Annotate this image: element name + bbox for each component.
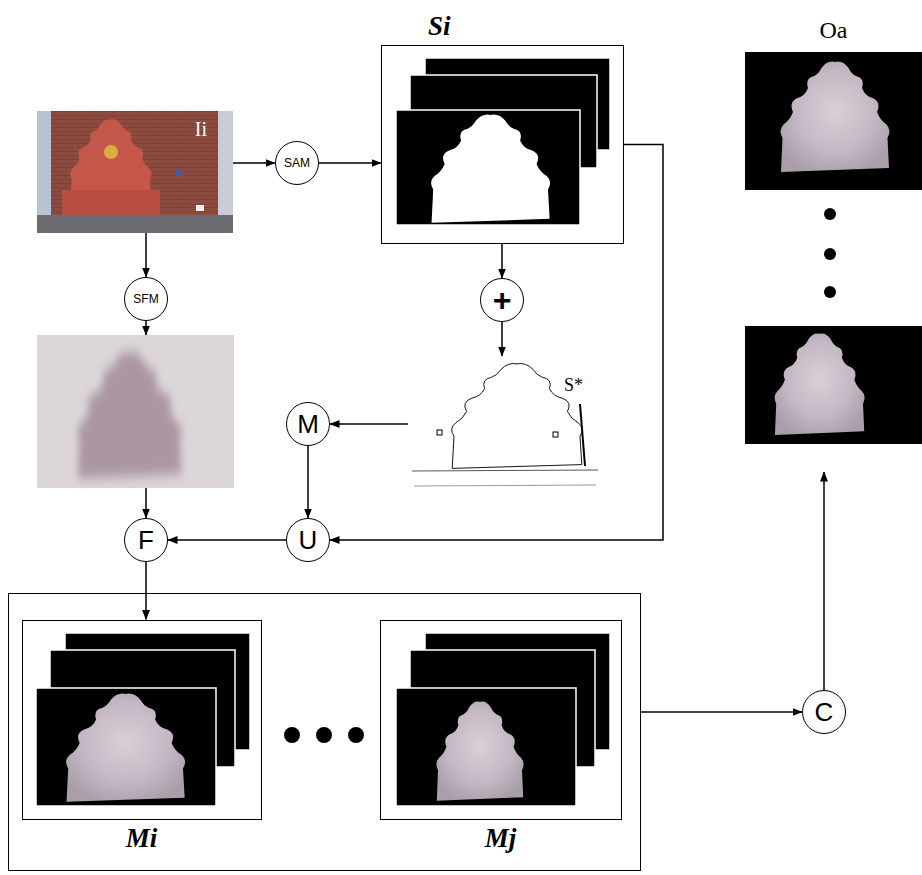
connector-arrow [168,539,286,541]
operator-label: SAM [284,157,310,169]
connector-arrow [501,322,503,356]
node-label: Si [428,13,451,40]
sam-op: SAM [275,141,319,185]
merge-op: M [286,402,330,446]
connector-arrow [145,321,147,335]
connector-arrow [233,162,275,164]
connector-arrow [501,244,503,278]
node-label: S* [564,376,583,394]
node-label: Oa [745,18,922,42]
connector-arrow [823,472,825,690]
mask-stack [396,58,610,225]
edge-image: S* [408,356,599,489]
connector-arrow [330,423,408,425]
ellipsis-dots [284,727,364,743]
connector-arrow [145,233,147,277]
input-image: Ii [37,111,233,233]
mask-stack [36,633,250,806]
operator-label: M [297,411,319,437]
combine-op: C [802,690,846,734]
connector-arrow [145,562,147,620]
operator-label: C [815,699,834,725]
mask-set-box: Mj [380,620,622,820]
node-label: Mi [23,825,261,852]
operator-label: U [299,527,318,553]
operator-label: F [138,527,154,553]
sum-op: + [480,278,524,322]
sfm-op: SFM [124,277,168,321]
mask-set-box: Si [381,45,624,244]
operator-label: SFM [133,293,158,305]
mask-set-box: Mi [22,620,262,820]
group-box: MiMj [8,593,641,871]
node-label: Ii [195,119,207,139]
output-column: Oa [745,10,922,472]
connector-arrow [330,145,663,541]
node-label: Mj [381,825,621,852]
connector-arrow [145,488,147,518]
sfm-render [37,335,234,488]
fusion-op: F [124,518,168,562]
input-photo [37,111,233,233]
connector-arrow [641,711,802,713]
operator-label: + [493,284,512,316]
sfm-image [37,335,234,488]
mask-stack [396,633,610,806]
output-panels [745,52,922,444]
edge-image [412,364,598,486]
connector-arrow [319,162,381,164]
union-op: U [286,518,330,562]
connector-arrow [307,446,309,518]
